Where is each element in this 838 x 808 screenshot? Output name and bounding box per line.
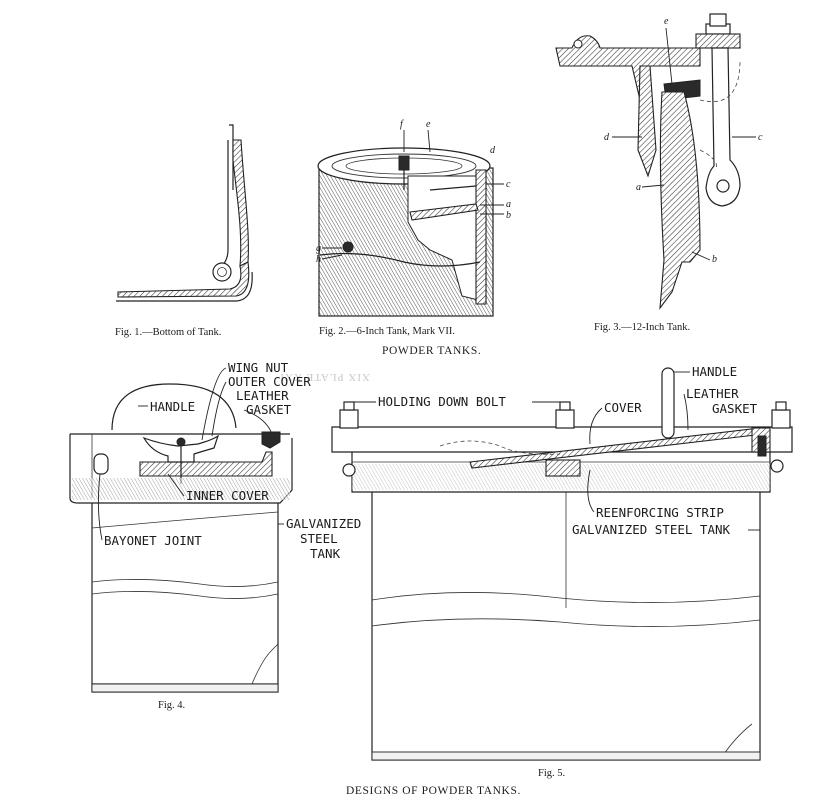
fig5-label-leather: LEATHER: [686, 386, 739, 401]
fig5-label-handle: HANDLE: [692, 364, 737, 379]
fig2-letter-f: f: [400, 119, 404, 130]
fig2-caption: Fig. 2.—6-Inch Tank, Mark VII.: [319, 326, 455, 337]
fig4-label-handle: HANDLE: [150, 399, 195, 414]
fig2-letter-e: e: [426, 119, 431, 130]
fig5-label-reenforcing-strip: REENFORCING STRIP: [596, 505, 724, 520]
fig3-letter-d: d: [604, 132, 610, 143]
fig3-letter-c: c: [758, 132, 763, 143]
fig4-label-galvanized: GALVANIZED: [286, 516, 361, 531]
fig4-label-leather: LEATHER: [236, 388, 289, 403]
figure-5-tank: HANDLE LEATHER GASKET HOLDING DOWN BOLT …: [331, 364, 793, 779]
fig3-letter-e: e: [664, 16, 669, 27]
fig5-bolt-middle: [545, 401, 581, 477]
fig2-letter-a: a: [506, 199, 511, 210]
show-through-text: XIX PLATE XXI: [279, 371, 370, 383]
fig5-label-gasket: GASKET: [712, 401, 758, 416]
fig4-label-wing-nut: WING NUT: [228, 360, 289, 375]
figure-1-bottom-of-tank: Fig. 1.—Bottom of Tank.: [115, 124, 253, 338]
fig2-letter-b: b: [506, 210, 511, 221]
fig4-label-bayonet-joint: BAYONET JOINT: [104, 533, 202, 548]
fig5-label-holding-down-bolt: HOLDING DOWN BOLT: [378, 394, 506, 409]
plate-subtitle: POWDER TANKS.: [382, 345, 481, 357]
figure-4-tank: WING NUT OUTER COVER LEATHER GASKET HAND…: [69, 360, 361, 711]
fig3-caption: Fig. 3.—12-Inch Tank.: [594, 322, 690, 333]
fig4-label-tank: TANK: [310, 546, 341, 561]
plate-title: DESIGNS OF POWDER TANKS.: [346, 785, 521, 797]
fig2-letter-c: c: [506, 179, 511, 190]
fig5-caption: Fig. 5.: [538, 768, 565, 779]
figure-2-six-inch-tank: f e d c a b g h Fig. 2.—6-Inch Tank, Mar…: [316, 119, 511, 357]
fig3-letter-b: b: [712, 254, 717, 265]
fig1-caption: Fig. 1.—Bottom of Tank.: [115, 327, 221, 338]
fig5-label-galvanized-steel-tank: GALVANIZED STEEL TANK: [572, 522, 731, 537]
fig4-label-gasket: GASKET: [246, 402, 292, 417]
figure-3-twelve-inch-tank: e d c a b Fig. 3.—12-Inch Tank.: [555, 13, 763, 333]
fig5-bolt-left: [339, 401, 359, 477]
fig2-letter-d: d: [490, 145, 496, 156]
fig5-label-cover: COVER: [604, 400, 642, 415]
fig4-caption: Fig. 4.: [158, 700, 185, 711]
fig4-label-steel: STEEL: [300, 531, 338, 546]
fig4-label-inner-cover: INNER COVER: [186, 488, 269, 503]
fig4-label-outer-cover: OUTER COVER: [228, 374, 311, 389]
fig3-letter-a: a: [636, 182, 641, 193]
fig5-bolt-right: [770, 401, 791, 473]
fig2-letter-g: g: [316, 243, 321, 254]
fig2-letter-h: h: [316, 254, 321, 265]
